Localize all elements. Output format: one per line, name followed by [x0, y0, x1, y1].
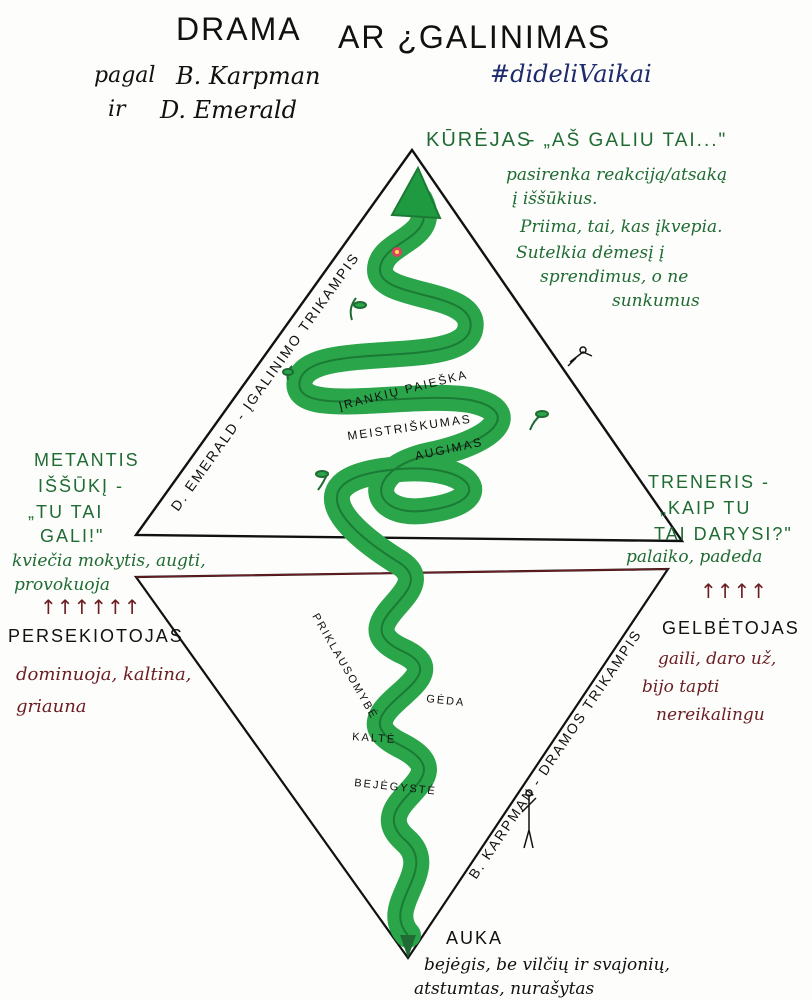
- path-label-guilt: KALTĖ: [352, 730, 397, 746]
- rescuer-desc-line: gaili, daro už,: [658, 649, 776, 669]
- rescuer-desc-line: bijo tapti: [642, 677, 719, 697]
- sprout-icon: [349, 297, 367, 321]
- challenger-caps-line: METANTIS: [34, 450, 140, 470]
- person-figure-icon: [521, 789, 537, 849]
- path-label-shame: GĖDA: [426, 692, 466, 709]
- hashtag: #dideliVaikai: [490, 60, 652, 88]
- flower-icon: [392, 247, 402, 257]
- rescuer-desc-line: nereikalingu: [656, 705, 765, 725]
- creator-desc-line: sprendimus, o ne: [540, 267, 688, 287]
- coach-arrows: ↑↑↑↑: [700, 579, 767, 603]
- arrow-head-icon: [390, 165, 442, 220]
- title-left: DRAMA: [176, 11, 302, 47]
- growth-path: [286, 187, 511, 948]
- creator-desc-line: Priima, tai, kas įkvepia.: [519, 217, 723, 237]
- credit-name-2: D. Emerald: [159, 96, 297, 124]
- creator-role-quote: - „AŠ GALIU TAI...": [528, 129, 727, 151]
- challenger-caps-line: GALI!": [40, 526, 104, 546]
- challenger-caps-line: „TU TAI: [28, 502, 103, 522]
- creator-desc-line: į iššūkius.: [512, 189, 598, 209]
- victim-desc-line: bejėgis, be vilčių ir svajonių,: [424, 955, 670, 975]
- credit-prefix-1: pagal: [94, 63, 155, 88]
- coach-desc-line: palaiko, padeda: [626, 547, 762, 567]
- creator-desc-line: sunkumus: [612, 291, 700, 311]
- coach-caps-line: „KAIP TU: [660, 498, 751, 518]
- coach-caps-line: TAI DARYSI?": [654, 524, 793, 544]
- creator-desc-line: Sutelkia dėmesį į: [516, 243, 664, 263]
- credit-name-1: B. Karpman: [175, 62, 321, 90]
- coach-caps-line: TRENERIS -: [648, 472, 770, 492]
- empowerment-triangle: [133, 147, 685, 543]
- root-icon: [400, 935, 416, 958]
- climber-figure-icon: [567, 346, 593, 367]
- challenger-desc-line: provokuoja: [14, 575, 110, 595]
- sprout-icon: [282, 365, 294, 381]
- victim-role-name: AUKA: [446, 928, 503, 948]
- challenger-desc-line: kviečia mokytis, augti,: [12, 551, 206, 571]
- sprout-icon: [315, 470, 329, 491]
- creator-desc-line: pasirenka reakciją/atsaką: [506, 165, 727, 185]
- rescuer-role-name: GELBĖTOJAS: [662, 618, 800, 638]
- challenger-caps-line: IŠŠŪKĮ -: [38, 475, 124, 496]
- credit-prefix-2: ir: [108, 97, 127, 122]
- empowerment-side-label: D. EMERALD - ĮGALINIMO TRIKAMPIS: [167, 249, 362, 513]
- challenger-arrows: ↑↑↑↑↑↑: [40, 595, 141, 619]
- victim-desc-line: atstumtas, nurašytas: [414, 979, 595, 999]
- persecutor-desc-line: dominuoja, kaltina,: [16, 664, 191, 685]
- persecutor-desc-line: griauna: [16, 696, 87, 717]
- drama-side-label: B. KARPMAN - DRAMOS TRIKAMPIS: [465, 626, 645, 881]
- persecutor-role-name: PERSEKIOTOJAS: [8, 626, 184, 646]
- creator-role-name: KŪRĖJAS: [426, 128, 532, 151]
- title-right: AR ¿GALINIMAS: [338, 19, 611, 55]
- growth-path-outline: [298, 199, 499, 936]
- sprout-icon: [529, 410, 549, 431]
